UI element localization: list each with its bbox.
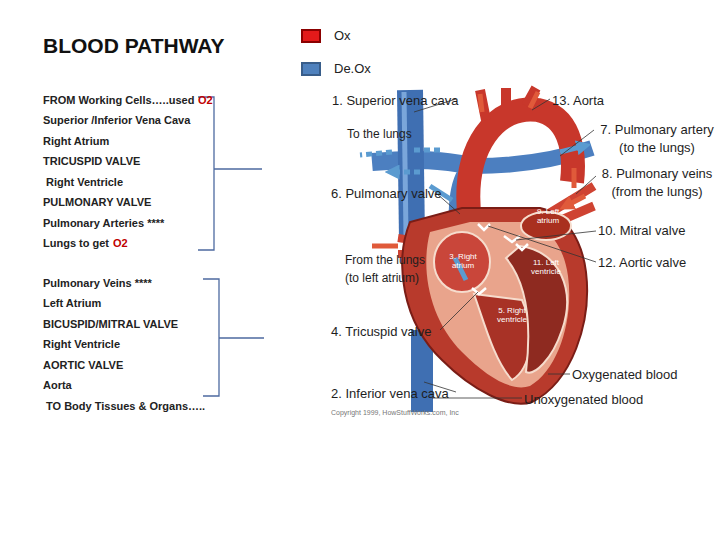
blood-key: Unoxygenated blood (524, 392, 643, 408)
copyright-note: Copyright 1999, HowStuffWorks.com, Inc (331, 409, 459, 417)
right-atrium-chamber (434, 232, 490, 292)
heart-interior (426, 222, 569, 387)
diagram-title: BLOOD PATHWAY (43, 33, 225, 58)
aorta-branch (480, 88, 536, 120)
pathway-step: TO Body Tissues & Organs….. (46, 400, 205, 413)
legend-swatch (301, 29, 321, 43)
pathway-step: Superior /Inferior Vena Cava (43, 114, 190, 127)
flow-arrow (372, 92, 585, 246)
pathway-step: TRICUSPID VALVE (43, 155, 140, 168)
leader-line (414, 99, 596, 398)
legend-text: De.Ox (334, 61, 371, 76)
flow-arrow (430, 146, 584, 280)
part-label: 13. Aorta (552, 93, 604, 109)
pathway-step: Right Ventricle (43, 338, 120, 351)
pathway-step: Pulmonary Veins **** (43, 277, 152, 290)
legend-row: De.Ox (301, 61, 371, 76)
chamber-label: 11. Left ventricle (526, 258, 566, 276)
part-label: 2. Inferior vena cava (331, 386, 449, 402)
pathway-step: Right Ventricle (46, 176, 123, 189)
heart-valve (472, 224, 528, 294)
pathway-step: BICUSPID/MITRAL VALVE (43, 318, 178, 331)
part-label: 10. Mitral valve (598, 223, 685, 239)
pathway-step: Aorta (43, 379, 72, 392)
pathway-step: Lungs to get (43, 237, 109, 250)
chamber-label: 9. Left atrium (532, 207, 564, 225)
pathway-step: Left Atrium (43, 297, 101, 310)
chamber-label: 3. Right atrium (446, 252, 480, 270)
superior-vena-cava (410, 90, 412, 240)
part-label: 4. Tricuspid valve (331, 324, 431, 340)
pathway-step: FROM Working Cells…..used (43, 94, 194, 107)
chamber-label: 5. Right ventricle (492, 306, 532, 324)
legend-swatch (301, 62, 321, 76)
vessel-highlight (404, 92, 406, 236)
oxygen-mark: O2 (113, 237, 128, 250)
part-label: 12. Aortic valve (598, 255, 686, 271)
flow-label: To the lungs (347, 127, 412, 141)
part-label: 6. Pulmonary valve (331, 186, 442, 202)
heart-body (402, 208, 587, 404)
blood-key: Oxygenated blood (572, 367, 678, 383)
flow-label: From the lungs (to left atrium) (345, 251, 441, 287)
part-label: 1. Superior vena cava (332, 93, 458, 109)
group-bracket (203, 279, 264, 396)
pathway-step: Pulmonary Arteries **** (43, 217, 164, 230)
pathway-step: Right Atrium (43, 135, 109, 148)
group-bracket (198, 97, 262, 250)
pathway-step: PULMONARY VALVE (43, 196, 151, 209)
oxygen-mark: O2 (198, 94, 213, 107)
part-label: 7. Pulmonary artery (to the lungs) (592, 121, 720, 157)
legend-row: Ox (301, 28, 351, 43)
pathway-step: AORTIC VALVE (43, 359, 123, 372)
legend-text: Ox (334, 28, 351, 43)
flow-arrow (360, 150, 440, 172)
part-label: 8. Pulmonary veins (from the lungs) (592, 165, 720, 201)
